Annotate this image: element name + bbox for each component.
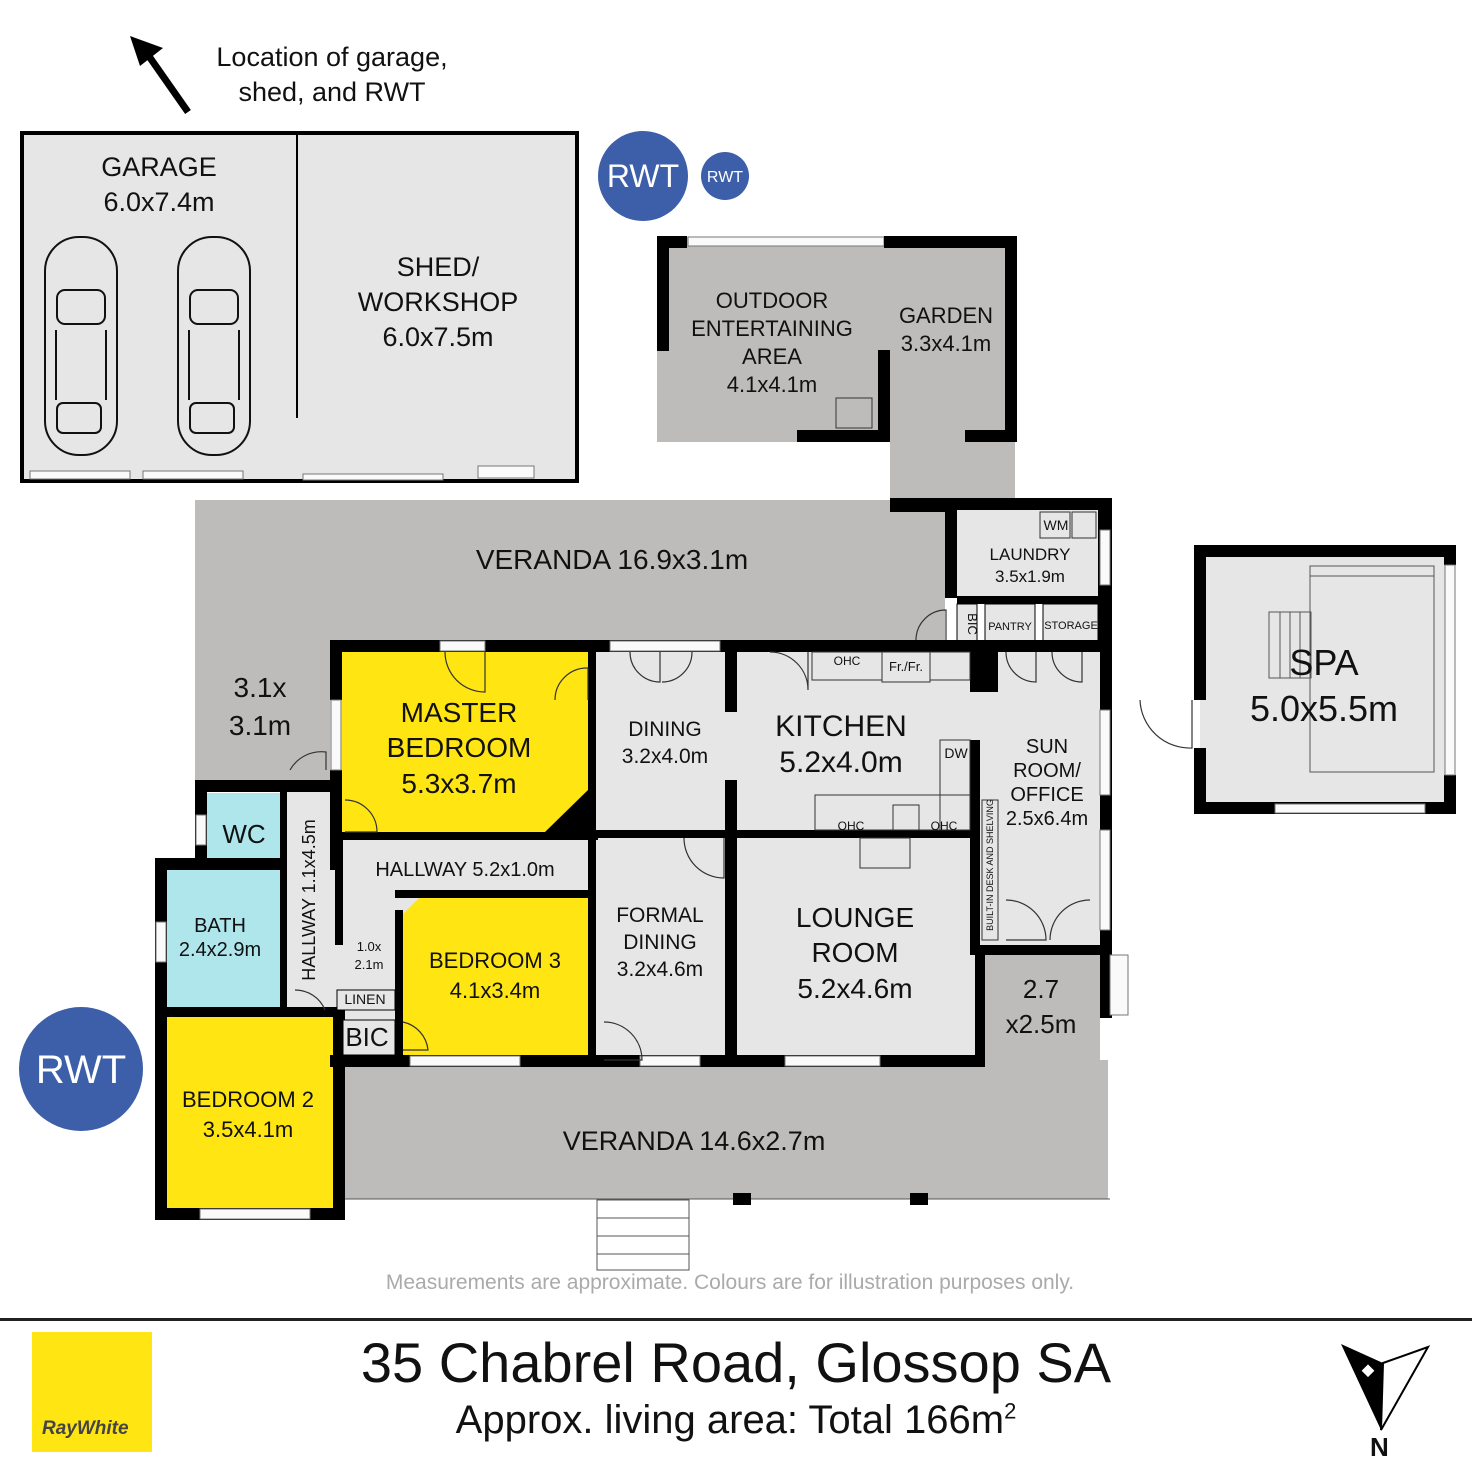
spa-name: SPA bbox=[1289, 642, 1358, 683]
veranda-se-line1: 2.7 bbox=[1023, 974, 1059, 1004]
steps bbox=[596, 1199, 690, 1271]
pantry-label: PANTRY bbox=[988, 621, 1032, 633]
formal-name1: FORMAL bbox=[616, 904, 704, 927]
lounge-name2: ROOM bbox=[811, 937, 898, 968]
raywhite-logo: RayWhite bbox=[32, 1332, 152, 1452]
bedroom2-name: BEDROOM 2 bbox=[182, 1087, 314, 1112]
formal-size: 3.2x4.6m bbox=[617, 958, 703, 981]
garage-shed-building bbox=[20, 131, 579, 483]
laundry-size: 3.5x1.9m bbox=[995, 567, 1065, 586]
bedroom3-size: 4.1x3.4m bbox=[450, 978, 541, 1003]
outdoor-name1: OUTDOOR bbox=[716, 288, 828, 313]
bic-bedroom-label: BIC bbox=[345, 1022, 388, 1052]
veranda-nw-line2: 3.1m bbox=[229, 710, 291, 741]
bedroom3-name: BEDROOM 3 bbox=[429, 948, 561, 973]
annotation-line2: shed, and RWT bbox=[238, 77, 425, 107]
formal-name2: DINING bbox=[623, 931, 697, 954]
shed-name2: WORKSHOP bbox=[358, 287, 519, 317]
wc-label: WC bbox=[222, 819, 265, 849]
disclaimer-text: Measurements are approximate. Colours ar… bbox=[385, 1271, 1075, 1294]
garage-name: GARAGE bbox=[101, 152, 217, 182]
sunroom-name3: OFFICE bbox=[1010, 784, 1083, 806]
car-icon bbox=[44, 236, 118, 456]
living-area: Approx. living area: Total 166m2 bbox=[0, 1398, 1472, 1443]
master-name1: MASTER bbox=[401, 697, 518, 728]
kitchen-size: 5.2x4.0m bbox=[779, 746, 902, 779]
rwt-tank-large: RWT bbox=[598, 131, 688, 221]
garden-size: 3.3x4.1m bbox=[901, 331, 992, 356]
outdoor-name3: AREA bbox=[742, 344, 802, 369]
bath-name: BATH bbox=[194, 915, 246, 937]
veranda-south-label: VERANDA 14.6x2.7m bbox=[563, 1126, 826, 1156]
arrow-up-left-icon bbox=[130, 36, 191, 115]
garden-name: GARDEN bbox=[899, 303, 993, 328]
logo-text: RayWhite bbox=[42, 1418, 129, 1439]
main-house bbox=[155, 640, 1129, 1220]
veranda-south bbox=[345, 1060, 1110, 1271]
spa-size: 5.0x5.5m bbox=[1250, 688, 1398, 729]
hall-nook-line2: 2.1m bbox=[355, 957, 384, 972]
hallway-horizontal-label: HALLWAY 5.2x1.0m bbox=[375, 859, 554, 881]
master-name2: BEDROOM bbox=[387, 732, 532, 763]
north-arrow-icon bbox=[1341, 1344, 1431, 1431]
hall-nook-line1: 1.0x bbox=[357, 939, 382, 954]
veranda-north-label: VERANDA 16.9x3.1m bbox=[476, 544, 748, 575]
veranda-nw-line1: 3.1x bbox=[234, 672, 287, 703]
kitchen-name: KITCHEN bbox=[775, 710, 907, 743]
sunroom-name1: SUN bbox=[1026, 736, 1068, 758]
dishwasher-label: DW bbox=[944, 745, 968, 761]
annotation-line1: Location of garage, bbox=[216, 42, 447, 72]
outdoor-area bbox=[657, 236, 1017, 500]
rwt-label: RWT bbox=[36, 1048, 126, 1092]
living-area-text: Approx. living area: Total 166m bbox=[455, 1398, 1005, 1442]
dining-size: 3.2x4.0m bbox=[622, 745, 708, 768]
storage-label: STORAGE bbox=[1044, 620, 1098, 632]
washing-machine-label: WM bbox=[1044, 517, 1069, 533]
north-label: N bbox=[1370, 1432, 1389, 1462]
shed-name1: SHED/ bbox=[397, 252, 480, 282]
bath-size: 2.4x2.9m bbox=[179, 939, 261, 961]
lounge-size: 5.2x4.6m bbox=[797, 973, 912, 1004]
garage-size: 6.0x7.4m bbox=[103, 187, 214, 217]
rwt-tank-west: RWT bbox=[19, 1007, 143, 1131]
hallway-vertical-label: HALLWAY 1.1x4.5m bbox=[299, 819, 319, 980]
ohc-label: OHC bbox=[834, 654, 861, 668]
rwt-label: RWT bbox=[607, 158, 679, 194]
footer-divider bbox=[0, 1318, 1472, 1321]
veranda-se-line2: x2.5m bbox=[1006, 1009, 1077, 1039]
shed-size: 6.0x7.5m bbox=[382, 322, 493, 352]
bedroom2-size: 3.5x4.1m bbox=[203, 1117, 294, 1142]
dining-name: DINING bbox=[628, 718, 702, 741]
rwt-tank-small: RWT bbox=[701, 152, 749, 200]
car-icon bbox=[177, 236, 251, 456]
lounge-name1: LOUNGE bbox=[796, 902, 914, 933]
linen-label: LINEN bbox=[344, 991, 385, 1007]
ohc-label: OHC bbox=[931, 819, 958, 833]
ohc-label: OHC bbox=[838, 819, 865, 833]
bic-laundry-label: BIC bbox=[965, 613, 980, 635]
spa-building bbox=[1194, 545, 1456, 814]
outdoor-size: 4.1x4.1m bbox=[727, 372, 818, 397]
rwt-label: RWT bbox=[707, 169, 743, 186]
fridge-label: Fr./Fr. bbox=[889, 659, 923, 674]
sunroom-size: 2.5x6.4m bbox=[1006, 808, 1088, 830]
built-in-desk-label: BUILT-IN DESK AND SHELVING bbox=[985, 799, 995, 931]
veranda-north bbox=[195, 500, 945, 780]
area-superscript: 2 bbox=[1004, 1398, 1017, 1424]
outdoor-name2: ENTERTAINING bbox=[691, 316, 853, 341]
laundry-name: LAUNDRY bbox=[990, 545, 1071, 564]
sunroom-name2: ROOM/ bbox=[1013, 760, 1081, 782]
property-address: 35 Chabrel Road, Glossop SA bbox=[360, 1331, 1112, 1394]
master-size: 5.3x3.7m bbox=[401, 768, 516, 799]
